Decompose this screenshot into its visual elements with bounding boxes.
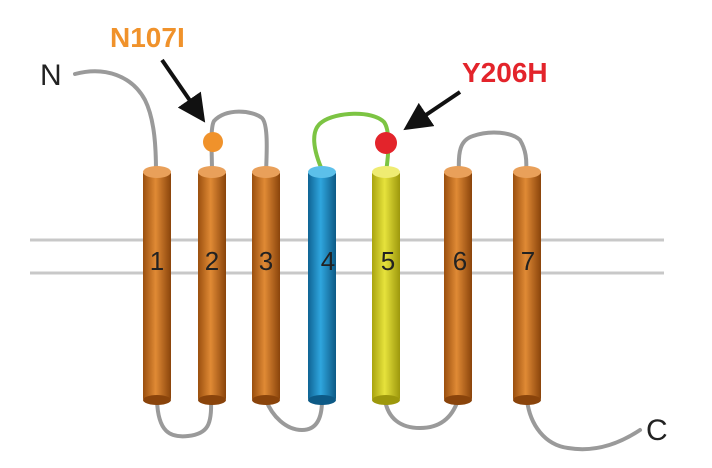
helix-1-bottom <box>143 395 171 405</box>
helix-3-label: 3 <box>259 246 273 276</box>
helix-7-top <box>513 166 541 178</box>
helix-5-body <box>372 172 400 400</box>
helix-5-bottom <box>372 395 400 405</box>
annotation-arrows <box>160 58 462 131</box>
helix-1-top <box>143 166 171 178</box>
helix-7[interactable] <box>513 166 541 405</box>
loop-1-2-intracellular <box>155 398 214 439</box>
helix-2[interactable] <box>198 166 226 405</box>
mutation-sites <box>203 132 397 154</box>
helix-1[interactable] <box>143 166 171 405</box>
mutation-site-n107i[interactable] <box>203 132 223 152</box>
helix-4-bottom <box>308 395 336 405</box>
membrane <box>30 238 664 275</box>
helix-2-bottom <box>198 395 226 405</box>
helix-4-top <box>308 166 336 178</box>
helix-7-bottom <box>513 395 541 405</box>
helix-2-body <box>198 172 226 400</box>
helix-numbers: 1 2 3 4 5 6 7 <box>150 246 535 276</box>
c-terminus-label: C <box>646 414 668 447</box>
helix-6-bottom <box>444 395 472 405</box>
loop-6-7-extracellular <box>456 130 529 174</box>
helix-2-top <box>198 166 226 178</box>
arrow-to-y206h <box>403 90 462 131</box>
mutation-label-n107i: N107I <box>110 22 185 53</box>
helix-6-top <box>444 166 472 178</box>
n-terminus-label: N <box>40 59 62 92</box>
helix-3-body <box>252 172 280 400</box>
helix-3[interactable] <box>252 166 280 405</box>
helix-3-top <box>252 166 280 178</box>
helix-6[interactable] <box>444 166 472 405</box>
helix-1-body <box>143 172 171 400</box>
helix-5-top <box>372 166 400 178</box>
helix-1-label: 1 <box>150 246 164 276</box>
helix-3-bottom <box>252 395 280 405</box>
helix-4-label: 4 <box>321 246 335 276</box>
helix-5[interactable] <box>372 166 400 405</box>
c-terminal-tail <box>525 398 642 452</box>
helix-6-body <box>444 172 472 400</box>
helix-4-body <box>308 172 336 400</box>
helix-6-label: 6 <box>453 246 467 276</box>
helix-7-body <box>513 172 541 400</box>
loop-3-4-intracellular <box>264 398 324 433</box>
n-terminal-tail <box>73 69 158 174</box>
loop-5-6-intracellular <box>383 398 460 431</box>
mutation-label-y206h: Y206H <box>462 57 548 88</box>
mutation-site-y206h[interactable] <box>375 132 397 154</box>
helix-7-label: 7 <box>521 246 535 276</box>
helices <box>143 166 541 405</box>
helix-5-label: 5 <box>381 246 395 276</box>
arrow-to-n107i <box>160 58 206 123</box>
helix-2-label: 2 <box>205 246 219 276</box>
helix-4[interactable] <box>308 166 336 405</box>
